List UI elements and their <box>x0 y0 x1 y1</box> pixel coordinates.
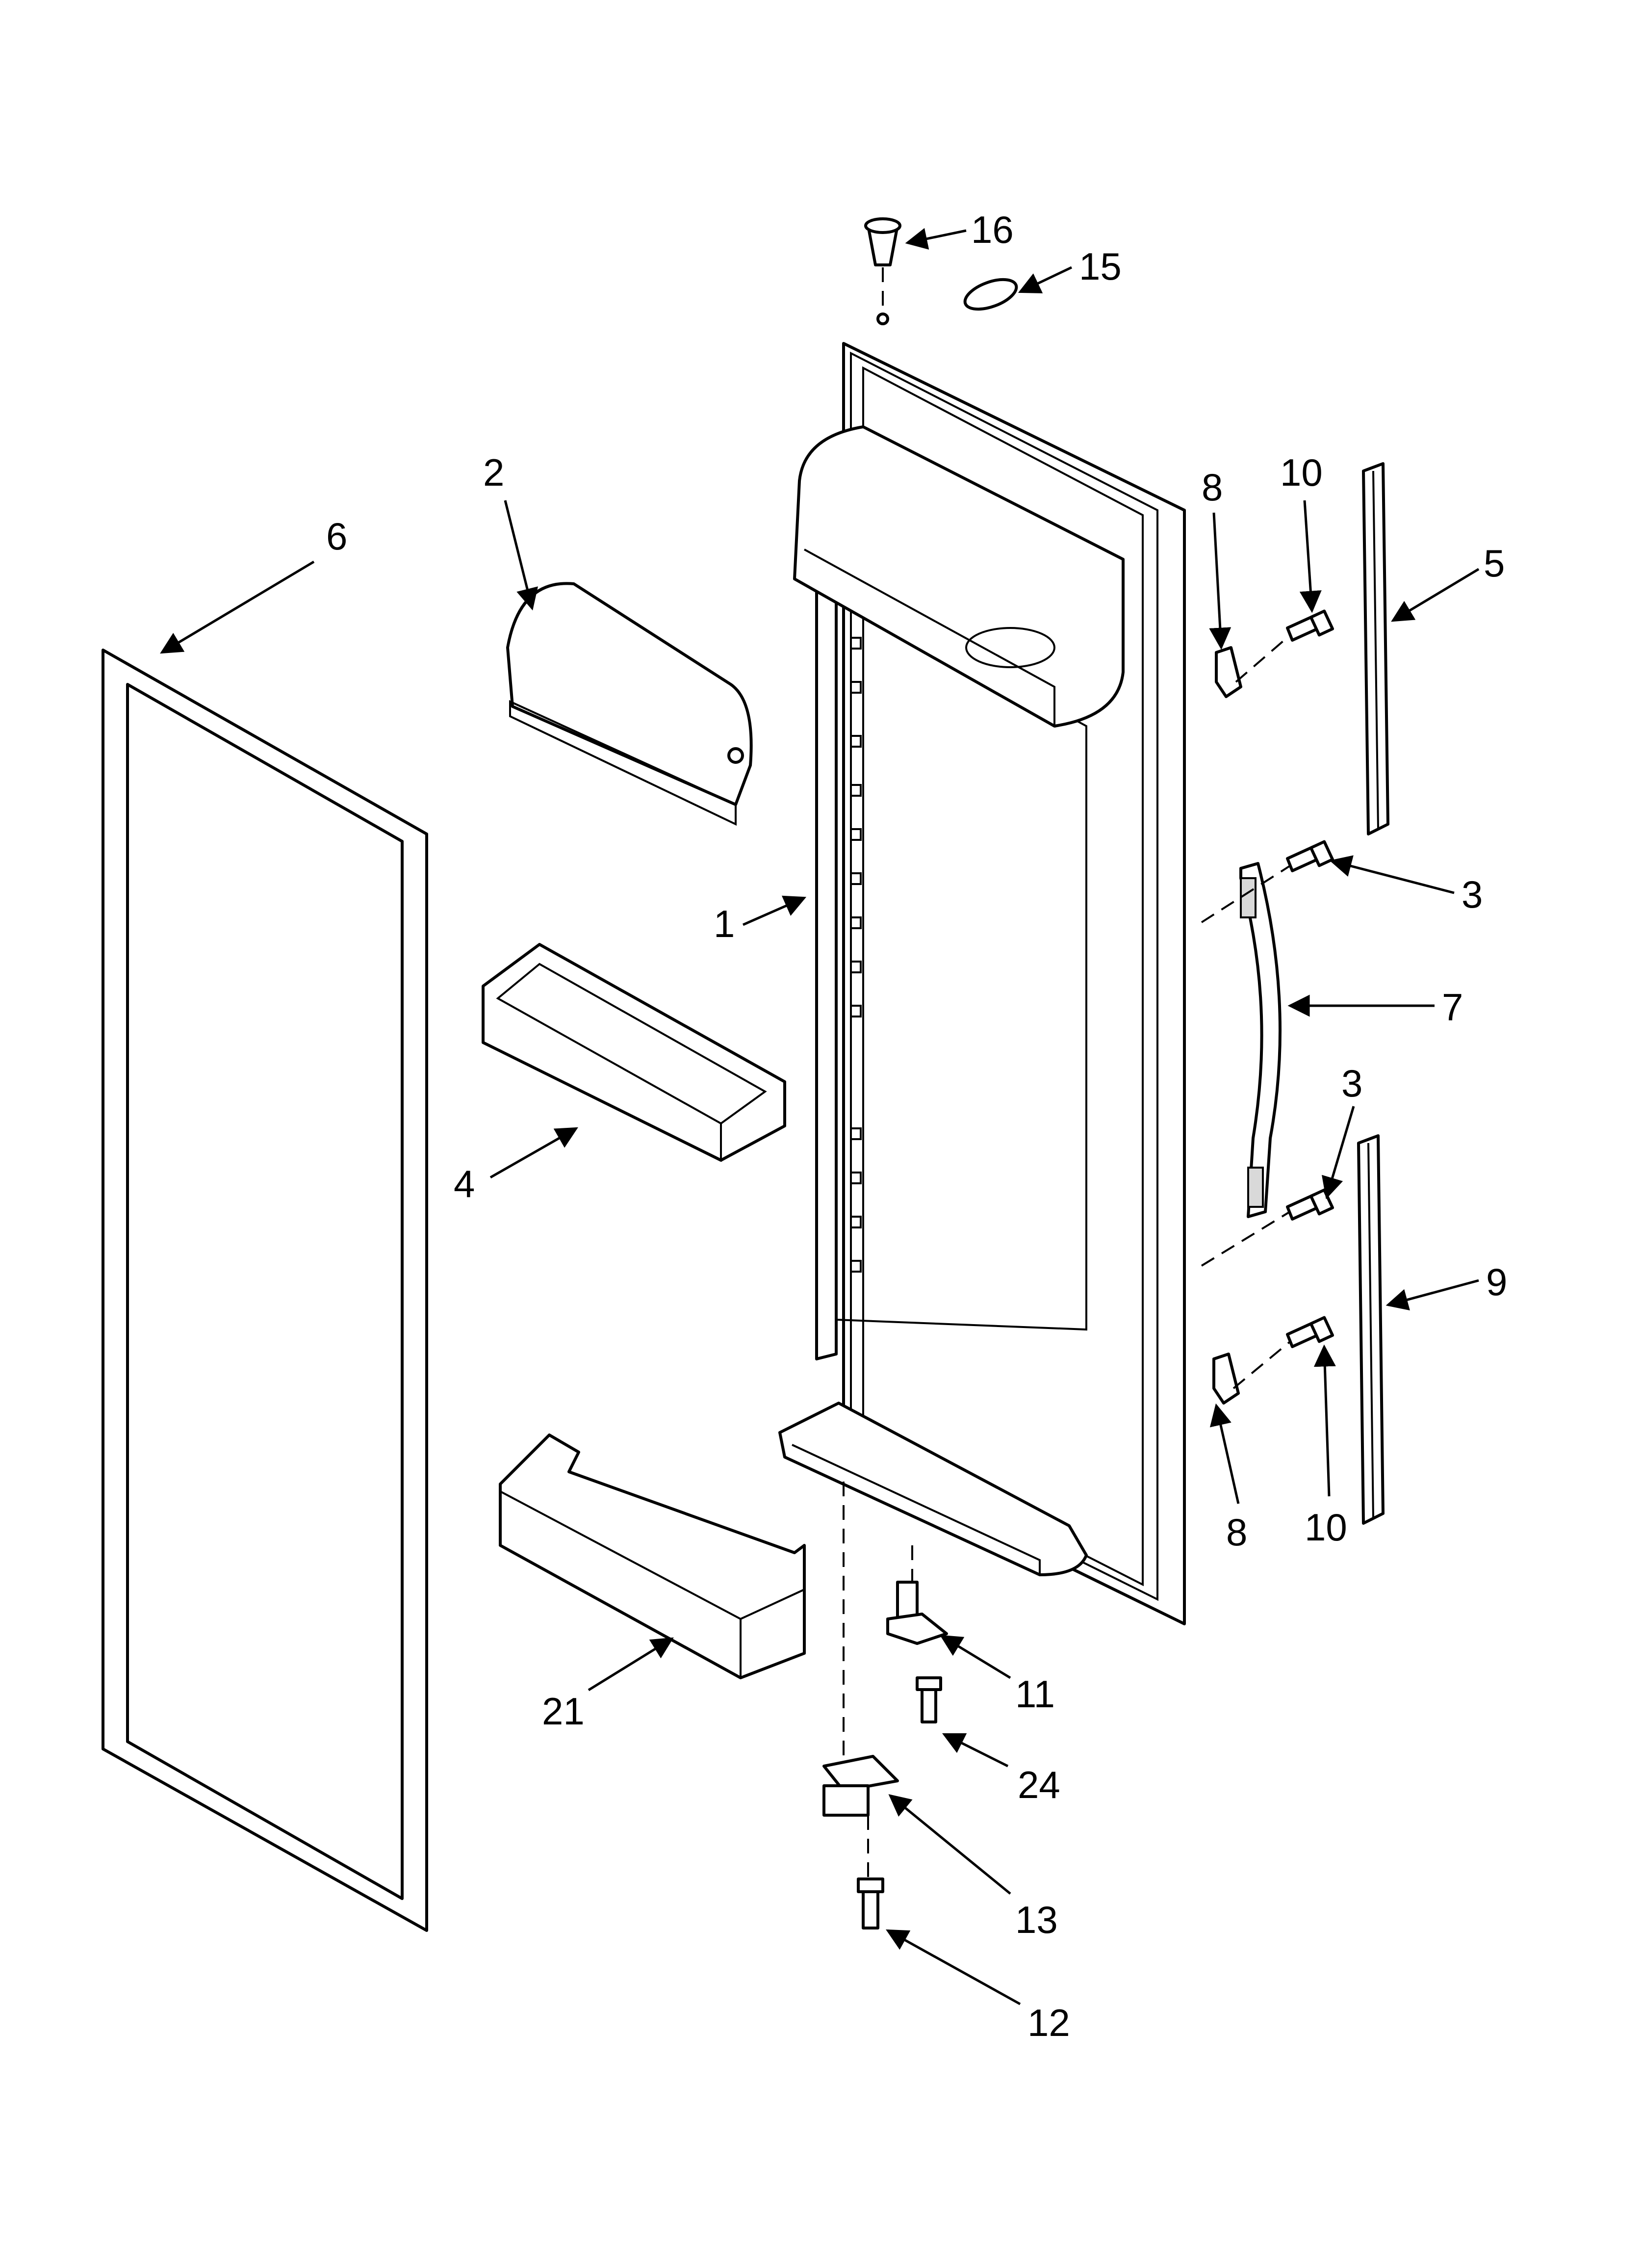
callout-24: 24 <box>1018 1763 1060 1806</box>
callout-15: 15 <box>1079 245 1122 288</box>
callout-16: 16 <box>971 208 1014 251</box>
clip-part-8-lower <box>1212 1353 1240 1405</box>
handle-part-7 <box>1239 862 1282 1218</box>
callout-5: 5 <box>1484 542 1505 585</box>
callout-12: 12 <box>1027 2001 1070 2044</box>
screw-part-10-lower <box>1286 1316 1334 1348</box>
callout-3-upper: 3 <box>1462 873 1483 916</box>
callout-3-lower: 3 <box>1341 1062 1362 1105</box>
hinge-part-13 <box>822 1755 899 1817</box>
liner-bin-hooks <box>850 637 862 1273</box>
door-gasket-part-6 <box>102 649 428 1932</box>
callout-2: 2 <box>483 451 504 494</box>
screw-part-10-upper <box>1286 609 1334 642</box>
callout-9: 9 <box>1486 1260 1507 1303</box>
trim-strip-part-5 <box>1362 462 1389 835</box>
hinge-bracket-part-11 <box>886 1581 948 1645</box>
callout-13: 13 <box>1015 1898 1058 1941</box>
callout-10-lower: 10 <box>1305 1506 1347 1549</box>
dairy-door-part-2 <box>506 582 753 826</box>
screw-part-3-upper <box>1286 840 1334 872</box>
screw-part-24 <box>916 1676 942 1723</box>
callout-10-upper: 10 <box>1280 451 1323 494</box>
trim-strip-part-9 <box>1357 1134 1385 1525</box>
washer-part-15 <box>963 278 1018 311</box>
door-assembly-part-1 <box>778 342 1186 1625</box>
callout-6: 6 <box>326 515 347 558</box>
callout-21: 21 <box>542 1690 585 1733</box>
door-bin-part-4 <box>482 943 786 1162</box>
callout-8-lower: 8 <box>1226 1511 1247 1554</box>
callout-7: 7 <box>1442 986 1463 1029</box>
callout-labels: 16 15 2 6 8 10 5 1 3 7 3 4 9 8 10 11 21 … <box>326 208 1507 2044</box>
plug-part-16 <box>864 217 901 266</box>
screw-part-12 <box>857 1877 884 1929</box>
callout-8-upper: 8 <box>1202 466 1223 509</box>
leader-lines <box>160 228 1480 2006</box>
callout-11: 11 <box>1015 1672 1055 1716</box>
door-shelf-part-21 <box>499 1434 806 1679</box>
callout-4: 4 <box>454 1162 475 1205</box>
callout-1: 1 <box>714 902 735 945</box>
clip-part-8-upper <box>1215 646 1242 698</box>
screw-part-3-lower <box>1286 1188 1334 1221</box>
